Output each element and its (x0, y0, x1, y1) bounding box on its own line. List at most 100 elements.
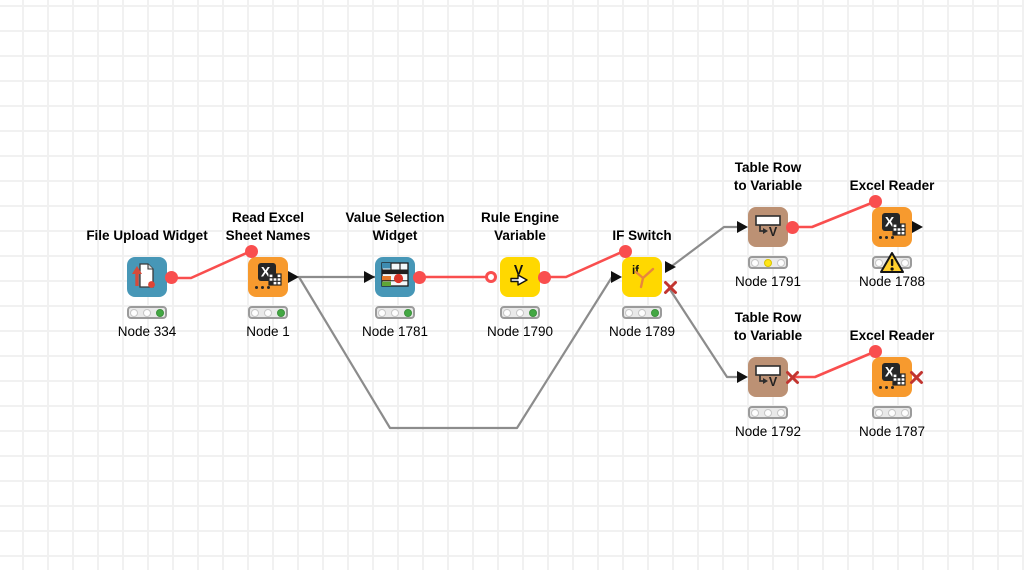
status-light (503, 308, 511, 317)
status-traffic-light (127, 306, 167, 319)
node-body[interactable]: X (872, 357, 912, 397)
connection-node1789-node1792[interactable] (667, 286, 739, 379)
node-title[interactable]: Excel Reader (850, 177, 935, 195)
svg-text:V: V (514, 262, 524, 278)
node-title[interactable]: File Upload Widget (86, 227, 207, 245)
node-label[interactable]: Node 1791 (734, 274, 802, 289)
svg-text:X: X (885, 364, 895, 380)
node-body[interactable]: V (748, 207, 788, 247)
node-body[interactable]: if (622, 257, 662, 297)
node-body[interactable]: V (748, 357, 788, 397)
output-port-inactive-x[interactable] (663, 280, 678, 295)
node-body[interactable]: X (248, 257, 288, 297)
input-port-flow-variable[interactable] (869, 195, 882, 208)
node-title-line: Excel Reader (849, 178, 935, 193)
node-table-row-to-variable-top[interactable]: Table Row to Variable V Node 1791 (734, 160, 802, 289)
node-title[interactable]: Read Excel Sheet Names (226, 209, 311, 245)
node-title[interactable]: Table Row to Variable (734, 309, 802, 345)
node-value-selection-widget[interactable]: Value Selection Widget Node 1781 (345, 210, 444, 339)
output-port-flow-variable[interactable] (165, 270, 178, 284)
output-port-flow-variable[interactable] (413, 270, 426, 284)
svg-text:X: X (261, 264, 271, 280)
connection-node1791-node1788[interactable] (790, 200, 876, 229)
node-label[interactable]: Node 1792 (734, 424, 802, 439)
node-title-line: Value Selection (345, 210, 445, 225)
node-rule-engine-variable[interactable]: Rule Engine Variable V Node 1790 (481, 210, 559, 339)
status-light (391, 308, 399, 317)
node-label[interactable]: Node 334 (117, 324, 177, 339)
node-label[interactable]: Node 1787 (858, 424, 926, 439)
node-read-excel-sheet-names[interactable]: Read Excel Sheet Names X Node 1 (226, 210, 311, 339)
input-port-data[interactable] (364, 271, 375, 283)
node-title-line: Widget (372, 228, 418, 243)
node-label[interactable]: Node 1788 (858, 274, 926, 289)
node-excel-reader-bottom[interactable]: Excel Reader X Node (850, 328, 935, 439)
node-body[interactable] (127, 257, 167, 297)
status-traffic-light (500, 306, 540, 319)
status-light (764, 258, 772, 267)
node-body[interactable]: X (872, 207, 912, 247)
connection-node1790-node1789[interactable] (543, 249, 626, 279)
output-port-inactive-x[interactable] (909, 370, 924, 385)
if-switch-icon: if (632, 265, 655, 289)
connection-node334-node1[interactable] (168, 249, 253, 280)
node-title-line: to Variable (733, 178, 803, 193)
file-upload-icon (132, 263, 155, 288)
dynamic-ports-dots-icon (879, 386, 895, 390)
node-title[interactable]: Table Row to Variable (734, 159, 802, 195)
output-port-inactive-x[interactable] (785, 370, 800, 385)
node-title-line: IF Switch (612, 228, 672, 243)
status-light (751, 258, 759, 267)
status-light (888, 408, 896, 417)
node-label[interactable]: Node 1781 (361, 324, 429, 339)
node-label[interactable]: Node 1790 (486, 324, 554, 339)
node-body[interactable] (375, 257, 415, 297)
status-traffic-light (748, 256, 788, 269)
status-light (777, 408, 785, 417)
output-port-data[interactable] (912, 221, 923, 233)
connection-node1792-node1787[interactable] (791, 350, 876, 379)
node-title-line: Read Excel (231, 210, 305, 225)
status-light (143, 308, 151, 317)
connection-node1789-node1791[interactable] (670, 225, 739, 268)
node-excel-reader-top[interactable]: Excel Reader X (850, 178, 935, 289)
output-port-data[interactable] (288, 271, 299, 283)
status-traffic-light (748, 406, 788, 419)
input-port-flow-variable-optional[interactable] (485, 271, 497, 283)
input-port-data[interactable] (737, 221, 748, 233)
node-title[interactable]: Excel Reader (850, 327, 935, 345)
output-port-data-top[interactable] (665, 261, 676, 273)
input-port-data[interactable] (737, 371, 748, 383)
node-title[interactable]: Value Selection Widget (345, 209, 444, 245)
dynamic-ports-dots-icon (255, 286, 271, 290)
dynamic-ports-dots-icon (879, 236, 895, 240)
input-port-flow-variable[interactable] (619, 245, 632, 258)
node-table-row-to-variable-bottom[interactable]: Table Row to Variable V Node 1792 (734, 310, 802, 439)
input-port-flow-variable[interactable] (245, 245, 258, 258)
node-title[interactable]: Rule Engine Variable (481, 209, 559, 245)
status-light (378, 308, 386, 317)
status-light (251, 308, 259, 317)
status-light (651, 308, 659, 317)
input-port-data[interactable] (611, 271, 622, 283)
node-title-line: Variable (494, 228, 546, 243)
node-body[interactable]: V (500, 257, 540, 297)
node-label[interactable]: Node 1 (246, 324, 290, 339)
table-row-to-variable-icon: V (755, 215, 781, 239)
output-port-flow-variable[interactable] (538, 270, 551, 284)
rule-engine-variable-icon: V (510, 262, 528, 286)
node-label[interactable]: Node 1789 (608, 324, 676, 339)
node-title-line: Sheet Names (225, 228, 311, 243)
status-light (751, 408, 759, 417)
status-light (156, 308, 164, 317)
node-file-upload-widget[interactable]: File Upload Widget Node 334 (86, 228, 207, 339)
status-traffic-light (622, 306, 662, 319)
node-title[interactable]: IF Switch (612, 227, 671, 245)
node-if-switch[interactable]: IF Switch if Node 1789 (609, 228, 677, 339)
input-port-flow-variable[interactable] (869, 345, 882, 358)
status-light (875, 408, 883, 417)
connection-node1-node1789[interactable] (297, 275, 614, 430)
output-port-flow-variable[interactable] (786, 220, 799, 234)
